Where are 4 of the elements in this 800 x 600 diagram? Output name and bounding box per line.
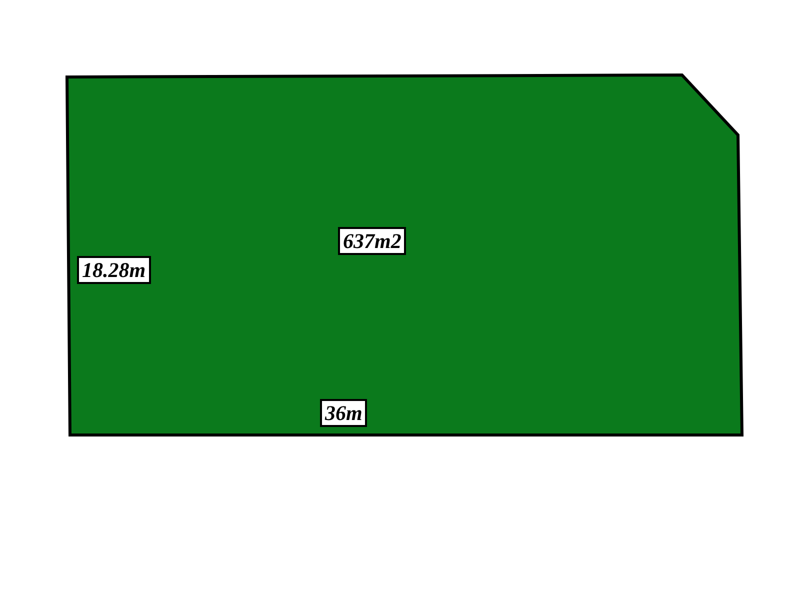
dimension-label: 18.28m (77, 256, 151, 284)
dimension-label: 36m (320, 399, 368, 427)
area-label: 637m2 (338, 227, 406, 255)
land-plot (66, 74, 744, 437)
